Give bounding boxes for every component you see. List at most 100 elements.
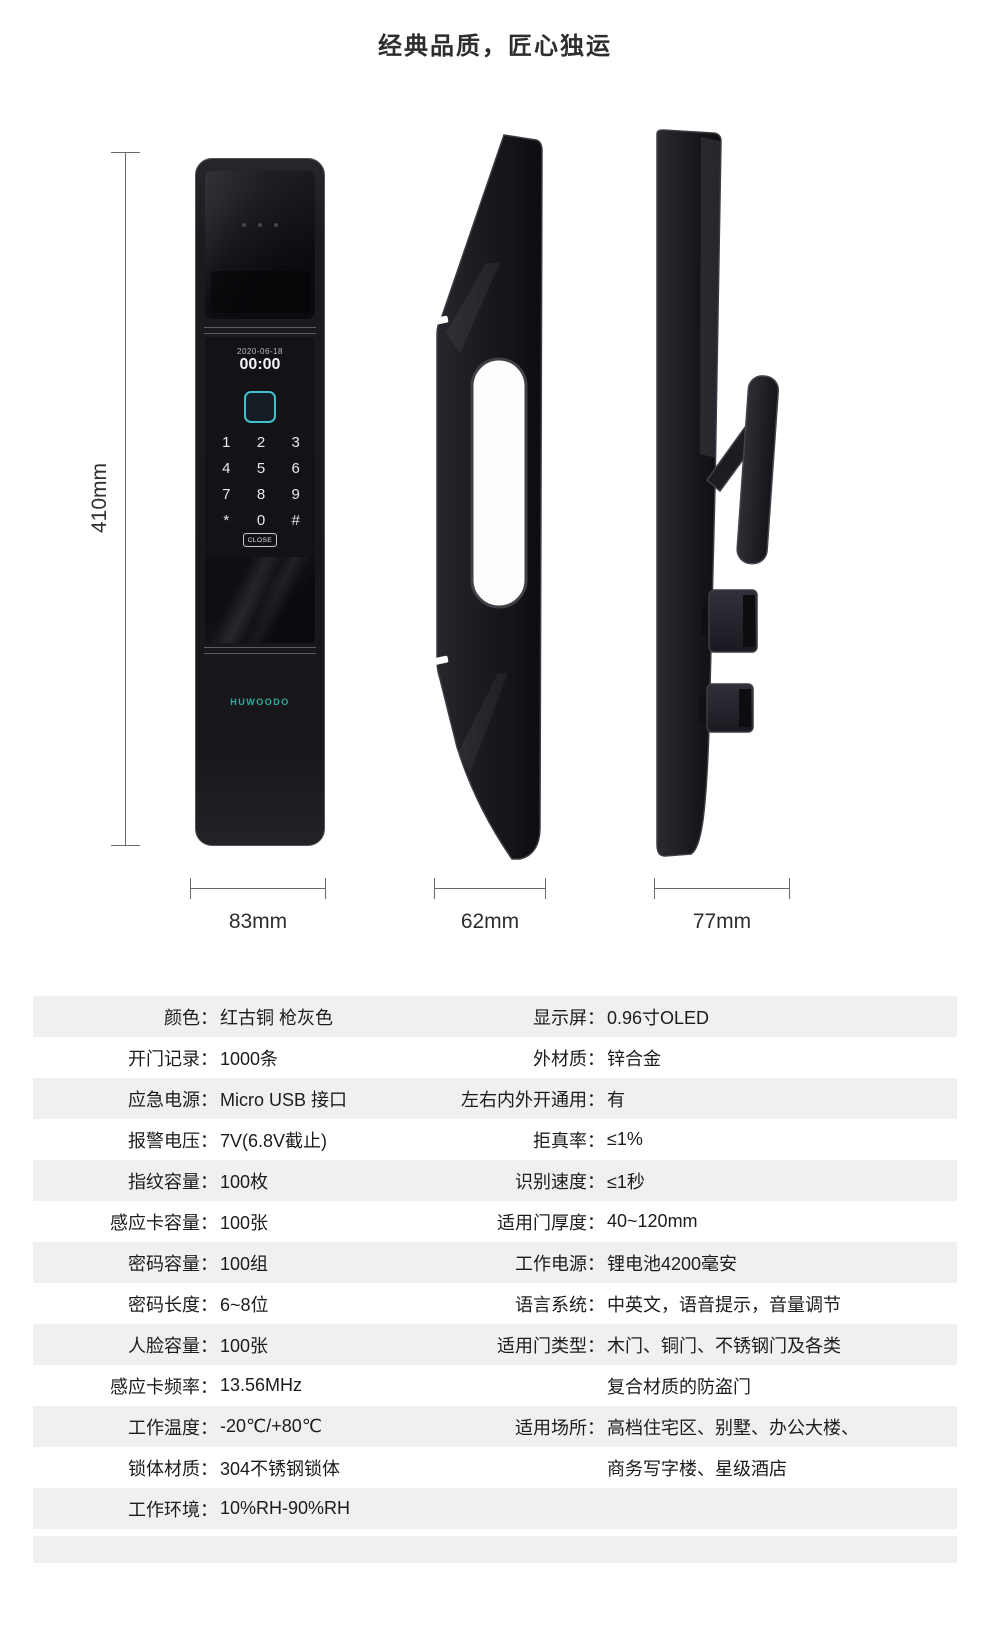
keypad-key: 7 xyxy=(222,485,231,503)
lock-back-view xyxy=(643,128,793,860)
spec-value: 100张 xyxy=(220,1212,269,1233)
handle-grip xyxy=(736,375,780,565)
spec-row: 工作温度：-20℃/+80℃ 适用场所：高档住宅区、别墅、办公大楼、 xyxy=(33,1406,957,1447)
keypad: 1 2 3 4 5 6 7 8 9 * 0 # xyxy=(209,429,313,533)
spec-value: -20℃/+80℃ xyxy=(220,1416,322,1436)
keypad-key: 3 xyxy=(291,433,300,451)
camera-dot-icon xyxy=(258,223,262,227)
spec-label: 颜色： xyxy=(164,1007,218,1028)
spec-label: 人脸容量： xyxy=(128,1335,218,1356)
spec-value: 高档住宅区、别墅、办公大楼、 xyxy=(607,1417,859,1438)
screen-date: 2020-06-18 xyxy=(237,347,283,356)
spec-row: 工作环境：10%RH-90%RH xyxy=(33,1488,957,1529)
spec-value: 13.56MHz xyxy=(220,1375,303,1395)
keypad-key: 8 xyxy=(256,485,266,503)
keypad-key: # xyxy=(291,511,300,529)
spec-row: 感应卡容量：100张 适用门厚度：40~120mm xyxy=(33,1201,957,1242)
back-width-label: 77mm xyxy=(692,910,752,933)
spec-row: 锁体材质：304不锈钢锁体 商务写字楼、星级酒店 xyxy=(33,1447,957,1488)
dimension-tick xyxy=(545,878,546,899)
height-dimension: 410mm xyxy=(88,152,140,846)
spec-label: 工作环境： xyxy=(128,1499,218,1520)
spec-label: 感应卡容量： xyxy=(110,1212,218,1233)
spec-value: ≤1% xyxy=(607,1129,643,1149)
keypad-key: 6 xyxy=(291,459,300,477)
lower-gloss-panel xyxy=(205,557,315,643)
spec-value: 1000条 xyxy=(220,1048,279,1069)
side-width-dimension: 62mm xyxy=(434,878,546,940)
spec-label: 报警电压： xyxy=(128,1130,218,1151)
spec-row: 密码容量：100组 工作电源：锂电池4200毫安 xyxy=(33,1242,957,1283)
brand-logo: HUWOODO xyxy=(230,697,290,707)
camera-window xyxy=(211,271,309,313)
keypad-key: 9 xyxy=(291,485,300,503)
spec-label: 拒真率： xyxy=(533,1130,605,1151)
spec-value: 中英文，语音提示，音量调节 xyxy=(607,1294,841,1315)
spec-label: 密码容量： xyxy=(128,1253,218,1274)
keypad-key: * xyxy=(223,511,230,529)
spec-row: 密码长度：6~8位 语言系统：中英文，语音提示，音量调节 xyxy=(33,1283,957,1324)
spec-value: 100组 xyxy=(220,1253,269,1274)
front-width-label: 83mm xyxy=(228,910,288,933)
spec-value: 304不锈钢锁体 xyxy=(220,1458,341,1479)
spec-label: 应急电源： xyxy=(128,1089,218,1110)
keypad-key: 2 xyxy=(256,433,266,451)
front-width-dimension: 83mm xyxy=(190,878,326,940)
dimension-line xyxy=(190,888,326,889)
spec-row: 开门记录：1000条 外材质：锌合金 xyxy=(33,1037,957,1078)
spec-label: 适用门厚度： xyxy=(497,1212,605,1233)
spec-row: 颜色：红古铜 枪灰色 显示屏：0.96寸OLED xyxy=(33,996,957,1037)
spec-value: 有 xyxy=(607,1089,625,1110)
camera-dot-icon xyxy=(274,223,278,227)
height-dimension-label: 410mm xyxy=(88,462,111,534)
spec-label: 指纹容量： xyxy=(128,1171,218,1192)
spec-row: 感应卡频率：13.56MHz 复合材质的防盗门 xyxy=(33,1365,957,1406)
spec-label: 工作温度： xyxy=(128,1417,218,1438)
dimension-tick xyxy=(111,845,140,846)
spec-value: Micro USB 接口 xyxy=(220,1089,348,1110)
camera-sensor-dots xyxy=(205,223,315,227)
dimension-tick xyxy=(789,878,790,899)
dimension-line xyxy=(125,152,126,846)
camera-dot-icon xyxy=(242,223,246,227)
spec-label: 显示屏： xyxy=(533,1007,605,1028)
keypad-key: 4 xyxy=(222,459,231,477)
spec-label: 适用场所： xyxy=(515,1417,605,1438)
spec-label: 锁体材质： xyxy=(128,1458,218,1479)
spec-value: 40~120mm xyxy=(607,1211,698,1231)
lock-side-view xyxy=(428,133,546,861)
spec-label: 左右内外开通用： xyxy=(461,1089,605,1110)
panel-separator xyxy=(204,647,316,654)
spec-value: 6~8位 xyxy=(220,1294,269,1315)
spec-row: 报警电压：7V(6.8V截止) 拒真率：≤1% xyxy=(33,1119,957,1160)
spec-value: 复合材质的防盗门 xyxy=(607,1376,751,1397)
spec-label: 感应卡频率： xyxy=(110,1376,218,1397)
spec-label: 密码长度： xyxy=(128,1294,218,1315)
keypad-key: 1 xyxy=(222,433,231,451)
spec-label: 适用门类型： xyxy=(497,1335,605,1356)
spec-value: 7V(6.8V截止) xyxy=(220,1130,328,1151)
lock-front-view: 2020-06-18 00:00 1 2 3 4 5 6 7 8 9 * 0 #… xyxy=(195,158,325,846)
spec-row: 应急电源：Micro USB 接口 左右内外开通用：有 xyxy=(33,1078,957,1119)
spec-row: 人脸容量：100张 适用门类型：木门、铜门、不锈钢门及各类 xyxy=(33,1324,957,1365)
spec-row: 指纹容量：100枚 识别速度：≤1秒 xyxy=(33,1160,957,1201)
keypad-key: 0 xyxy=(256,511,266,529)
bottom-strip xyxy=(33,1536,957,1563)
spec-value: 10%RH-90%RH xyxy=(220,1498,351,1518)
fingerprint-sensor-icon xyxy=(244,391,276,423)
spec-value: 木门、铜门、不锈钢门及各类 xyxy=(607,1335,841,1356)
close-button-label: CLOSE xyxy=(243,533,277,547)
spec-value: 100张 xyxy=(220,1335,269,1356)
panel-separator xyxy=(204,327,316,334)
spec-value: ≤1秒 xyxy=(607,1171,645,1192)
spec-value: 锌合金 xyxy=(607,1048,661,1069)
spec-value: 红古铜 枪灰色 xyxy=(220,1007,334,1028)
screen-time: 00:00 xyxy=(239,356,281,373)
spec-value: 100枚 xyxy=(220,1171,269,1192)
page-title: 经典品质，匠心独运 xyxy=(378,33,612,60)
spec-value: 0.96寸OLED xyxy=(607,1007,710,1028)
spec-label: 识别速度： xyxy=(515,1171,605,1192)
dimension-tick xyxy=(325,878,326,899)
handle-cutout xyxy=(470,357,528,609)
